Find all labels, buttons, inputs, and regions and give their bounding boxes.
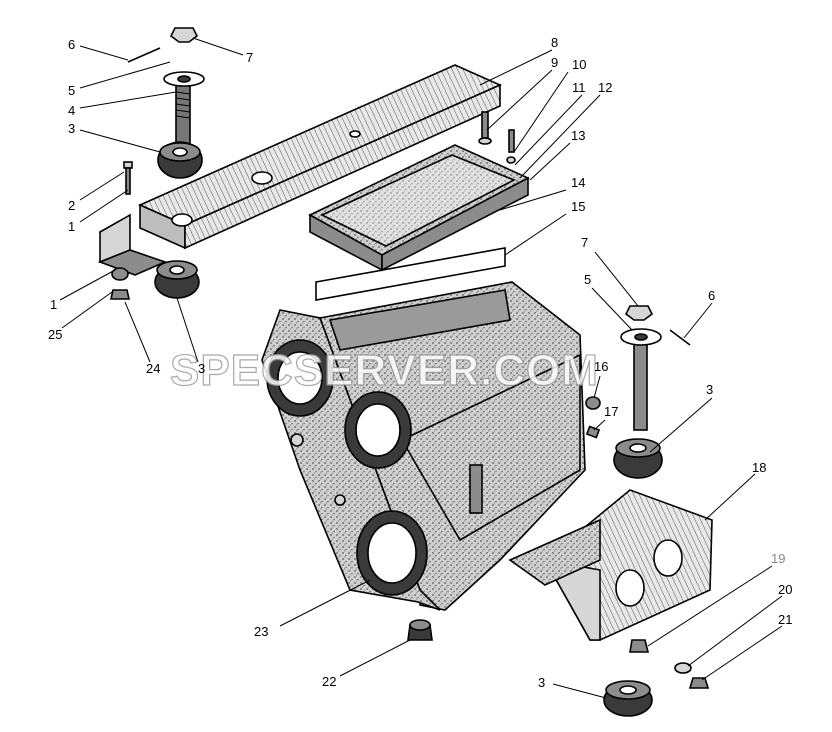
watermark: SPECSERVER.COM bbox=[170, 346, 599, 395]
callout-3-bottom: 3 bbox=[538, 675, 545, 690]
bolts-lower-right bbox=[629, 639, 710, 689]
callout-12: 12 bbox=[598, 80, 612, 95]
callout-3-right: 3 bbox=[706, 382, 713, 397]
callout-23: 23 bbox=[254, 624, 268, 639]
callout-18: 18 bbox=[752, 460, 766, 475]
callout-5-right: 5 bbox=[584, 272, 591, 287]
callout-17: 17 bbox=[604, 404, 618, 419]
callout-2: 2 bbox=[68, 198, 75, 213]
bolt-small-left bbox=[123, 161, 133, 195]
callout-5: 5 bbox=[68, 83, 75, 98]
callout-21: 21 bbox=[778, 612, 792, 627]
callout-22: 22 bbox=[322, 674, 336, 689]
stud-bolt bbox=[469, 464, 483, 514]
callout-19: 19 bbox=[771, 551, 785, 566]
bolt-assembly-right bbox=[613, 305, 691, 479]
small-parts-16-17 bbox=[585, 396, 601, 439]
callout-labels: 6 7 5 4 3 2 1 1 25 24 3 8 9 10 11 12 13 … bbox=[48, 35, 792, 690]
callout-3-lower-left: 3 bbox=[198, 361, 205, 376]
callout-7-right: 7 bbox=[581, 235, 588, 250]
callout-14: 14 bbox=[571, 175, 585, 190]
callout-8: 8 bbox=[551, 35, 558, 50]
gearbox-housing bbox=[261, 281, 586, 611]
cross-beam bbox=[138, 64, 502, 250]
callout-1: 1 bbox=[68, 219, 75, 234]
leader-lines bbox=[59, 37, 783, 699]
drain-plug bbox=[407, 619, 433, 641]
callout-3: 3 bbox=[68, 121, 75, 136]
callout-20: 20 bbox=[778, 582, 792, 597]
mounting-bracket-right bbox=[508, 489, 713, 641]
callout-11: 11 bbox=[572, 80, 586, 95]
bolts-cover bbox=[478, 111, 516, 164]
callout-6-right: 6 bbox=[708, 288, 715, 303]
callout-13: 13 bbox=[571, 128, 585, 143]
callout-1-lower: 1 bbox=[50, 297, 57, 312]
cushion-bottom bbox=[603, 680, 653, 717]
top-cover bbox=[308, 144, 530, 301]
callout-15: 15 bbox=[571, 199, 585, 214]
bolt-assembly-top bbox=[127, 27, 205, 179]
callout-24: 24 bbox=[146, 361, 160, 376]
callout-10: 10 bbox=[572, 57, 586, 72]
callout-7: 7 bbox=[246, 50, 253, 65]
callout-9: 9 bbox=[551, 55, 558, 70]
callout-25: 25 bbox=[48, 327, 62, 342]
callout-16: 16 bbox=[594, 359, 608, 374]
callout-4: 4 bbox=[68, 103, 75, 118]
callout-6: 6 bbox=[68, 37, 75, 52]
